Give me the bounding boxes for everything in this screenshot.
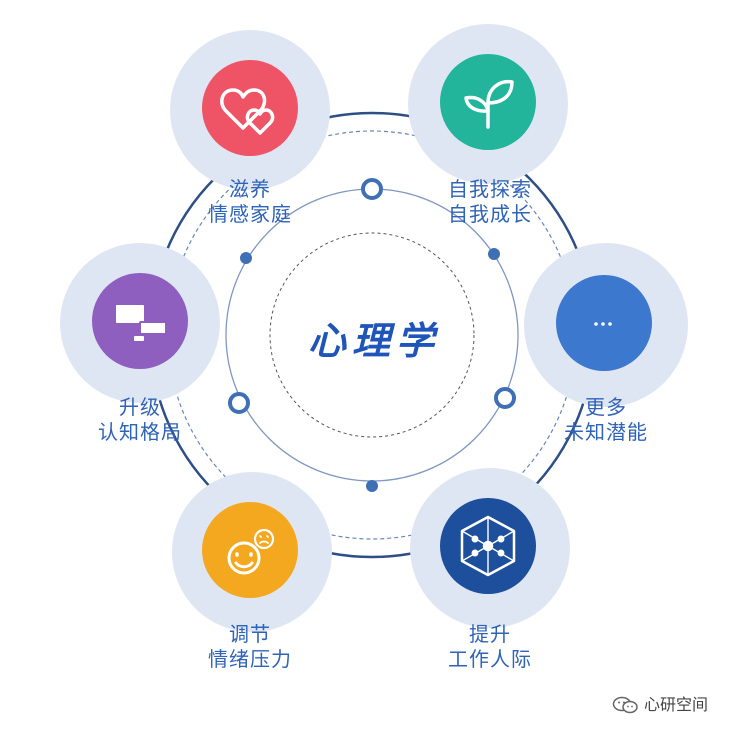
node-label-line1: 升级 <box>119 395 161 419</box>
node-label-line2: 情感家庭 <box>208 202 292 226</box>
node-explore <box>408 24 568 184</box>
node-label-line1: 提升 <box>469 622 511 646</box>
ring-markers <box>228 178 516 492</box>
sprout-icon <box>464 79 514 129</box>
ring-marker-hollow <box>361 178 383 200</box>
node-label-explore: 自我探索 自我成长 <box>420 177 560 227</box>
node-label-cognition: 升级 认知格局 <box>70 395 210 445</box>
wechat-icon <box>612 696 638 714</box>
node-stress <box>172 472 332 632</box>
node-relations <box>410 468 570 628</box>
node-badge <box>202 60 298 156</box>
node-label-line2: 未知潜能 <box>564 420 648 444</box>
node-more <box>524 243 688 407</box>
emoji-faces-icon <box>227 528 275 575</box>
ring-marker-dot <box>366 480 378 492</box>
node-cognition <box>60 243 220 403</box>
node-badge <box>202 502 298 598</box>
node-label-line1: 调节 <box>229 622 271 646</box>
node-label-line2: 工作人际 <box>448 647 532 671</box>
node-label-stress: 调节 情绪压力 <box>180 622 320 672</box>
node-label-more: 更多 未知潜能 <box>536 395 676 445</box>
ring-marker-hollow <box>494 387 516 409</box>
watermark-text: 心研空间 <box>644 695 709 714</box>
node-label-relations: 提升 工作人际 <box>420 622 560 672</box>
node-label-line1: 更多 <box>585 395 627 419</box>
node-label-line2: 自我成长 <box>448 202 532 226</box>
ring-marker-hollow <box>228 392 250 414</box>
node-label-line1: 滋养 <box>229 177 271 201</box>
ring-marker-dot <box>488 248 500 260</box>
ellipsis-icon <box>594 322 612 326</box>
network-cube-icon <box>460 515 516 577</box>
chat-blocks-icon <box>116 305 167 341</box>
node-label-nurture: 滋养 情感家庭 <box>180 177 320 227</box>
watermark: 心研空间 <box>612 694 742 716</box>
hearts-icon <box>220 88 275 135</box>
center-title: 心理学 <box>307 318 440 363</box>
node-label-line1: 自我探索 <box>448 177 532 201</box>
node-label-line2: 认知格局 <box>98 420 182 444</box>
node-label-line2: 情绪压力 <box>208 647 292 671</box>
ring-marker-dot <box>240 252 252 264</box>
inner-dashed-ring <box>269 232 475 438</box>
node-nurture <box>170 30 330 190</box>
